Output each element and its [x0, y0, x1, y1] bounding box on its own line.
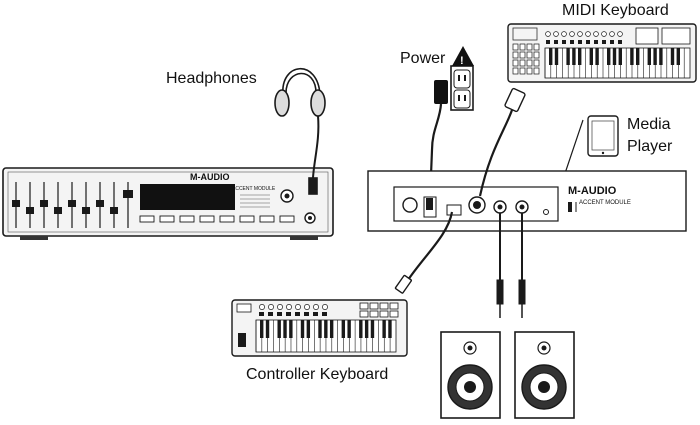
rear-model: ACCENT MODULE [579, 200, 631, 206]
fader-cap [54, 207, 62, 214]
warning-icon [452, 46, 474, 66]
power-outlet-icon: ! [450, 46, 474, 111]
fader-cap [96, 200, 104, 207]
usb-cable [394, 211, 454, 294]
label-media-player-1: Media [627, 116, 671, 133]
fader-bank [12, 182, 133, 228]
function-buttons [139, 215, 295, 223]
fader-cap [26, 207, 34, 214]
power-adapter-icon [428, 80, 448, 201]
fader-cap [110, 207, 118, 214]
label-media-player-2: Player [627, 138, 673, 155]
aux-in-jack [543, 209, 549, 215]
studio-monitor-right [514, 331, 575, 419]
fader-cap [40, 200, 48, 207]
media-player-icon [555, 115, 619, 201]
label-controller-keyboard: Controller Keyboard [246, 366, 389, 383]
label-power: Power [400, 50, 446, 67]
usb-port [446, 204, 462, 216]
label-headphones: Headphones [166, 70, 257, 87]
midi-keyboard-icon [507, 23, 697, 83]
accent-module-rear-panel [367, 170, 687, 232]
accent-module-front-panel [2, 167, 334, 240]
fader-cap [12, 200, 20, 207]
fader-cap [68, 200, 76, 207]
fader-cap [82, 207, 90, 214]
power-switch [402, 197, 418, 213]
rear-brand: M-AUDIO [568, 185, 617, 197]
label-midi-keyboard: MIDI Keyboard [562, 2, 669, 19]
svg-text:!: ! [460, 55, 464, 67]
controller-keyboard-icon [231, 299, 408, 357]
lcd-display [140, 184, 235, 210]
studio-monitor-left [440, 331, 501, 419]
headphones-icon [274, 68, 326, 195]
front-model: ACCENT MODULE [232, 186, 276, 192]
midi-cable [478, 87, 526, 197]
front-brand: M-AUDIO [190, 172, 230, 182]
audio-cables [496, 213, 526, 318]
